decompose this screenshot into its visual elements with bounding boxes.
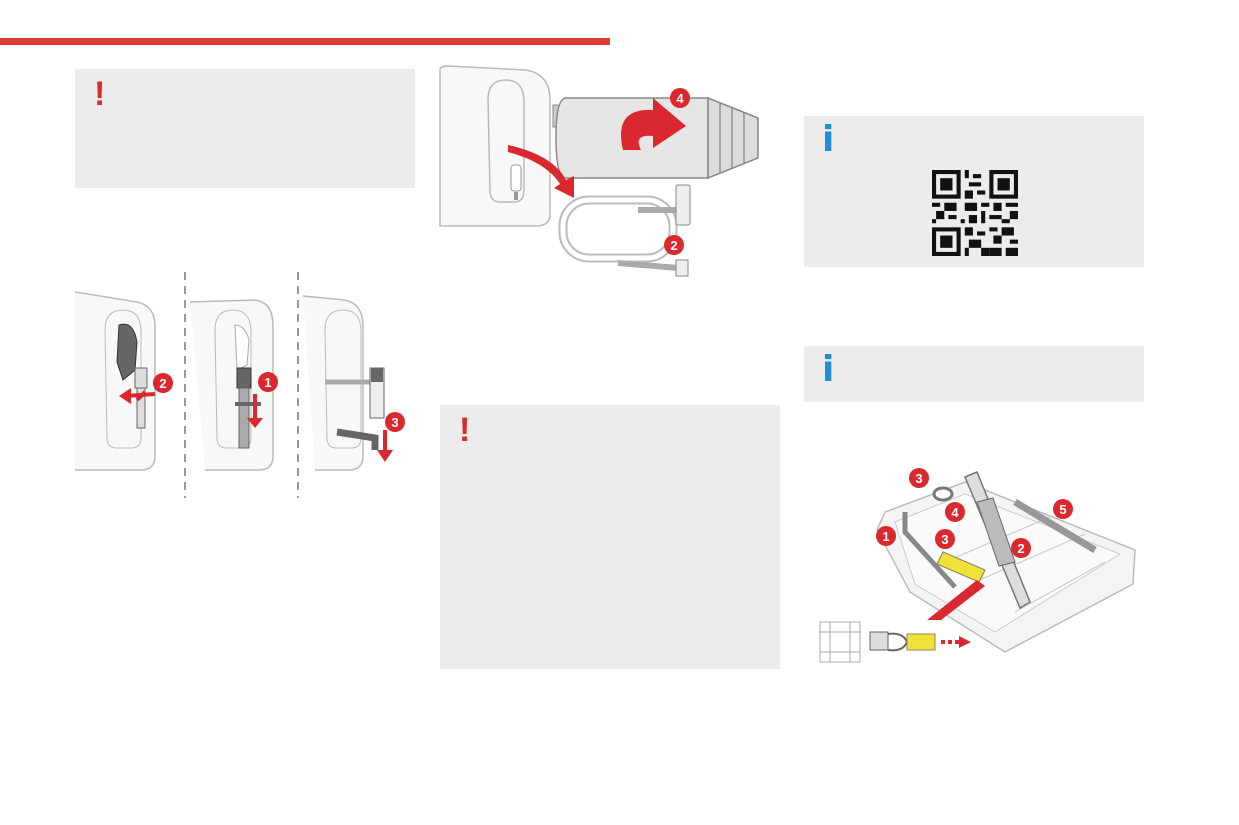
info-box-qr: i xyxy=(804,116,1144,267)
callout-5: 5 xyxy=(1053,499,1073,519)
svg-text:2: 2 xyxy=(159,376,166,391)
svg-text:3: 3 xyxy=(915,471,922,486)
tool-tray-illustration: 3 4 1 3 2 5 xyxy=(819,468,1136,663)
callout-3: 3 xyxy=(909,468,929,488)
svg-text:4: 4 xyxy=(951,505,959,520)
callout-3: 3 xyxy=(935,529,955,549)
svg-text:2: 2 xyxy=(670,238,677,253)
warning-box: ! xyxy=(440,405,780,669)
svg-text:5: 5 xyxy=(1059,502,1066,517)
svg-text:3: 3 xyxy=(391,415,398,430)
callout-1: 1 xyxy=(876,526,896,546)
info-box: i xyxy=(804,346,1144,402)
callout-4: 4 xyxy=(945,502,965,522)
exclamation-icon: ! xyxy=(459,411,471,449)
callout-2: 2 xyxy=(664,235,684,255)
callout-2: 2 xyxy=(153,373,173,393)
svg-text:4: 4 xyxy=(676,91,684,106)
exclamation-icon: ! xyxy=(94,75,106,113)
svg-text:3: 3 xyxy=(941,532,948,547)
svg-text:2: 2 xyxy=(1017,541,1024,556)
callout-1: 1 xyxy=(258,372,278,392)
callout-2: 2 xyxy=(1011,538,1031,558)
callout-3: 3 xyxy=(385,412,405,432)
qr-code[interactable] xyxy=(932,170,1018,256)
svg-text:1: 1 xyxy=(264,375,271,390)
svg-text:1: 1 xyxy=(882,529,889,544)
sealant-cartridge-illustration: 4 2 xyxy=(439,65,759,277)
info-icon: i xyxy=(822,119,835,160)
hose-connection-steps-illustration: 2 1 3 xyxy=(75,272,405,498)
info-icon: i xyxy=(822,349,835,390)
warning-box: ! xyxy=(75,69,415,188)
callout-4: 4 xyxy=(670,88,690,108)
section-accent-bar xyxy=(0,38,610,45)
